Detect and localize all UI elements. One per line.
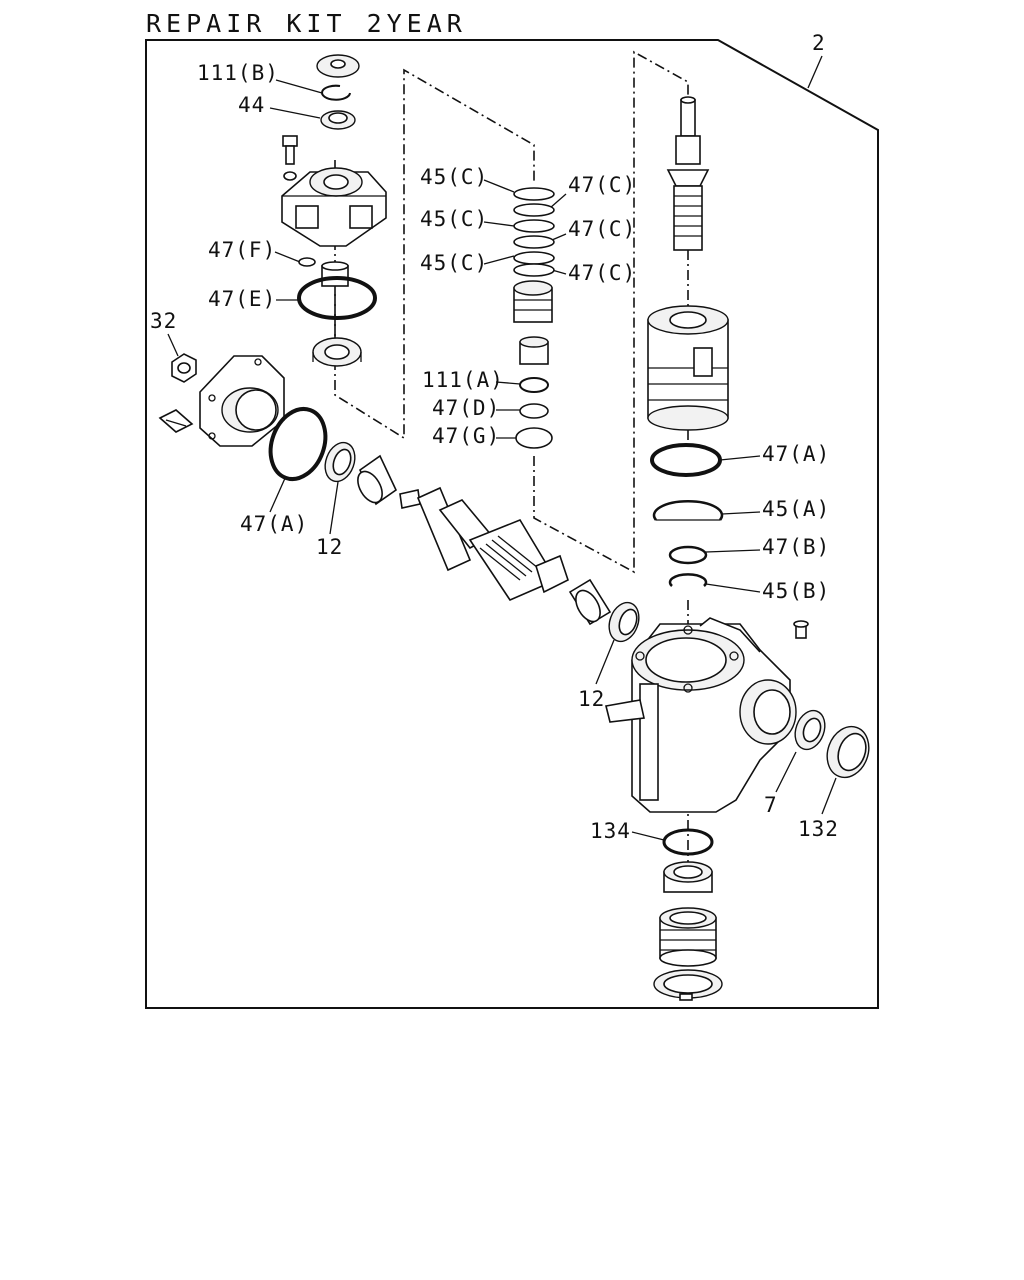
oil-seal-12-left [324,441,356,483]
callout-47c-2: 47(C) [568,217,636,241]
o-ring-47b [668,545,708,565]
callout-44: 44 [238,93,265,117]
seal-47c-2 [513,235,555,249]
diagram-title: REPAIR KIT 2YEAR [146,9,467,38]
callout-45c-1: 45(C) [420,165,488,189]
bleeder-plug [793,620,809,639]
valve-sleeve [321,261,349,287]
leader-44 [269,107,321,119]
leader-32 [167,333,179,357]
leader-111a [495,381,521,385]
callout-47d: 47(D) [432,396,500,420]
top-washer [316,54,360,78]
dust-cover-132 [826,725,870,779]
leader-45a [721,511,761,515]
assembly-frame [145,39,879,1009]
spring-45c-3 [513,251,555,265]
spring-45c-1 [513,187,555,201]
callout-45c-3: 45(C) [420,251,488,275]
reaction-plunger [513,280,553,323]
leader-45c-2 [483,221,515,227]
callout-47c-3: 47(C) [568,261,636,285]
callout-12-right: 12 [578,687,605,711]
leader-47a-left [269,475,287,513]
leader-132 [821,777,837,815]
side-cover [199,355,285,447]
callout-47a-right: 47(A) [762,442,830,466]
spring-45c-2 [513,219,555,233]
callout-134: 134 [590,819,631,843]
leader-47a-right [719,455,761,461]
callout-2: 2 [812,31,826,55]
adjuster-plug [663,861,713,893]
o-ring-47d [519,403,549,419]
leader-47c-1 [549,193,567,209]
gear-housing [605,617,797,813]
callout-47b: 47(B) [762,535,830,559]
backup-ring-45b [668,573,708,587]
leader-12-right [595,639,615,685]
callout-12-left: 12 [316,535,343,559]
leader-134 [631,831,665,841]
o-ring-47a-right [650,443,722,477]
lock-nut-32 [171,353,197,383]
leader-47f [274,251,301,263]
plunger-sleeve [519,336,549,365]
callout-7: 7 [764,793,778,817]
leader-45c-1 [483,179,515,193]
leader-7 [775,751,797,793]
seal-47c-1 [513,203,555,217]
valve-cover-housing [281,167,387,247]
adjusting-screw [158,409,194,433]
oil-seal-12-right [608,601,640,643]
snap-ring-111a [519,377,549,393]
leader-47c-2 [551,233,567,241]
callout-45a: 45(A) [762,497,830,521]
leader-45c-3 [483,255,515,265]
callout-111b: 111(B) [197,61,279,85]
o-ring-47g [515,427,553,449]
oil-seal-44 [320,110,356,130]
callout-32: 32 [150,309,177,333]
callout-47f: 47(F) [208,238,276,262]
leader-2 [807,55,823,89]
leader-45b [705,583,761,593]
worm-bearing [659,907,717,967]
callout-132: 132 [798,817,839,841]
callout-45c-2: 45(C) [420,207,488,231]
assembly-path-center [533,50,689,574]
o-ring-134 [662,828,714,856]
needle-bearing-left [357,454,398,506]
stub-shaft [666,96,710,251]
lock-ring [653,969,723,1001]
sector-shaft [399,486,569,602]
backup-ring-45a [652,500,724,521]
ball-bearing [312,337,362,367]
rotary-valve-body [647,305,729,431]
cover-bolt [282,135,298,181]
o-ring-47e [297,276,377,320]
callout-47c-1: 47(C) [568,173,636,197]
callout-47g: 47(G) [432,424,500,448]
callout-111a: 111(A) [422,368,504,392]
needle-bearing-right [568,578,612,626]
callout-47e: 47(E) [208,287,276,311]
callout-45b: 45(B) [762,579,830,603]
leader-111b [275,79,323,94]
o-ring-47f [298,257,316,267]
snap-ring-111b [321,84,351,101]
callout-47a-left: 47(A) [240,512,308,536]
oil-seal-7 [794,709,826,751]
seal-47c-3 [513,263,555,277]
leader-12-left [329,481,339,535]
leader-47b [705,549,761,553]
